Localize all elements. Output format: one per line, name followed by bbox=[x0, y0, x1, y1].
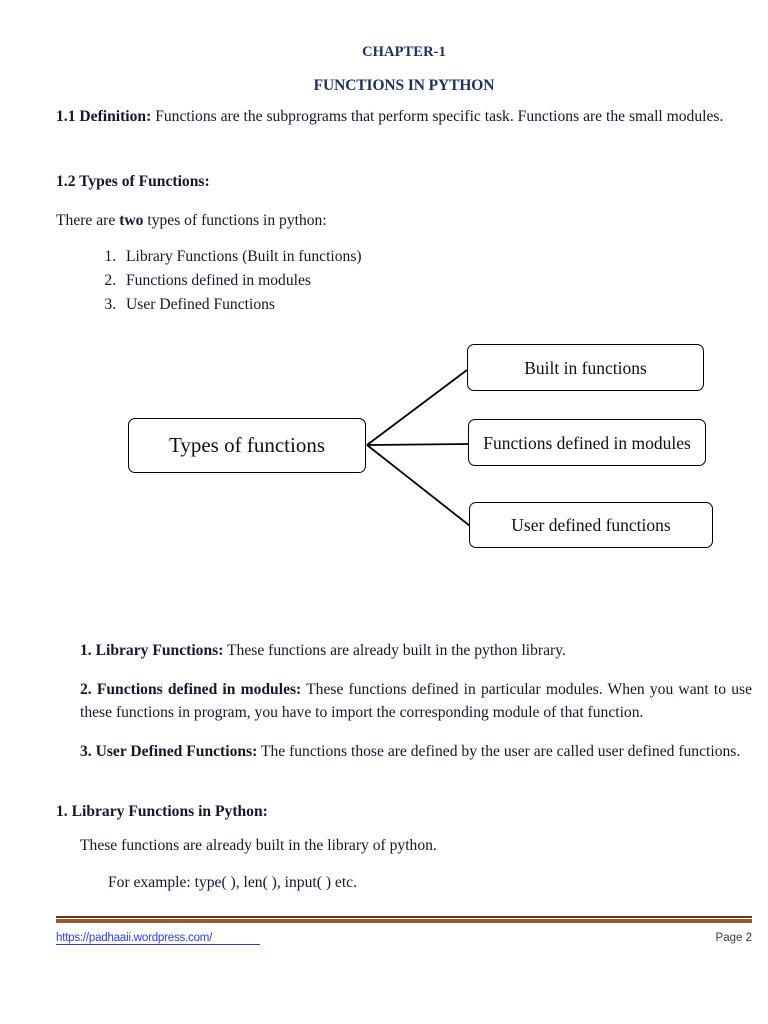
spacer bbox=[56, 858, 752, 872]
list-item: User Defined Functions bbox=[120, 293, 752, 317]
list-item: Functions defined in modules bbox=[120, 269, 752, 293]
spacer bbox=[56, 128, 752, 173]
types-intro-after: types of functions in python: bbox=[143, 212, 327, 230]
spacer bbox=[56, 821, 752, 835]
module-functions-lead: 2. Functions defined in modules: bbox=[80, 681, 302, 699]
types-list: Library Functions (Built in functions) F… bbox=[56, 245, 752, 316]
user-defined-functions-text: The functions those are defined by the u… bbox=[257, 742, 741, 760]
diagram-node-root: Types of functions bbox=[128, 418, 366, 474]
library-in-python-line-1: These functions are already built in the… bbox=[80, 836, 437, 854]
library-functions-paragraph: 1. Library Functions: These functions ar… bbox=[80, 640, 752, 662]
types-of-functions-diagram: Types of functions Built in functions Fu… bbox=[56, 334, 752, 566]
module-functions-paragraph: 2. Functions defined in modules: These f… bbox=[80, 679, 752, 723]
definition-lead: 1.1 Definition: bbox=[56, 108, 152, 125]
user-defined-functions-lead: 3. User Defined Functions: bbox=[80, 742, 258, 760]
diagram-connector-lines bbox=[366, 369, 471, 528]
footer-rule-thick bbox=[56, 918, 752, 923]
document-content: CHAPTER-1 FUNCTIONS IN PYTHON 1.1 Defini… bbox=[56, 0, 752, 894]
module-functions-text: These functions defined in particular mo… bbox=[80, 681, 752, 721]
definition-text: Functions are the subprograms that perfo… bbox=[151, 108, 724, 125]
list-item: Library Functions (Built in functions) bbox=[120, 245, 752, 269]
diagram-node-built-in-functions: Built in functions bbox=[467, 344, 704, 392]
diagram-node-root-label: Types of functions bbox=[168, 433, 325, 458]
footer-rule-thin bbox=[56, 916, 752, 918]
types-heading: 1.2 Types of Functions: bbox=[56, 173, 210, 191]
document-title: FUNCTIONS IN PYTHON bbox=[313, 77, 495, 94]
library-in-python-heading: 1. Library Functions in Python: bbox=[56, 802, 268, 820]
types-intro: There are two types of functions in pyth… bbox=[56, 210, 752, 232]
library-functions-text: These functions are already built in the… bbox=[223, 642, 566, 660]
definition-paragraph: 1.1 Definition: Functions are the subpro… bbox=[56, 106, 752, 128]
spacer bbox=[56, 191, 752, 210]
library-in-python-line-2: For example: type( ), len( ), input( ) e… bbox=[108, 873, 357, 891]
lower-body: 1. Library Functions: These functions ar… bbox=[56, 640, 752, 894]
chapter-title: CHAPTER-1 bbox=[362, 44, 446, 60]
spacer bbox=[56, 763, 752, 803]
types-intro-before: There are bbox=[56, 212, 120, 230]
types-intro-bold: two bbox=[119, 212, 144, 230]
library-functions-lead: 1. Library Functions: bbox=[80, 642, 224, 660]
diagram-node-user-defined-functions: User defined functions bbox=[469, 502, 713, 549]
page-footer: https://padhaaii.wordpress.com/ Page 2 bbox=[56, 916, 752, 945]
footer-page-number: Page 2 bbox=[715, 931, 752, 944]
footer-website-link[interactable]: https://padhaaii.wordpress.com/ bbox=[56, 932, 261, 945]
spacer bbox=[56, 662, 752, 679]
diagram-node-functions-defined-in-modules-label: Functions defined in modules bbox=[483, 432, 691, 453]
spacer bbox=[56, 724, 752, 741]
diagram-node-functions-defined-in-modules: Functions defined in modules bbox=[468, 419, 706, 467]
diagram-node-built-in-functions-label: Built in functions bbox=[524, 357, 647, 378]
footer-row: https://padhaaii.wordpress.com/ Page 2 bbox=[56, 932, 752, 945]
user-defined-functions-paragraph: 3. User Defined Functions: The functions… bbox=[80, 741, 752, 763]
diagram-node-user-defined-functions-label: User defined functions bbox=[511, 515, 671, 536]
